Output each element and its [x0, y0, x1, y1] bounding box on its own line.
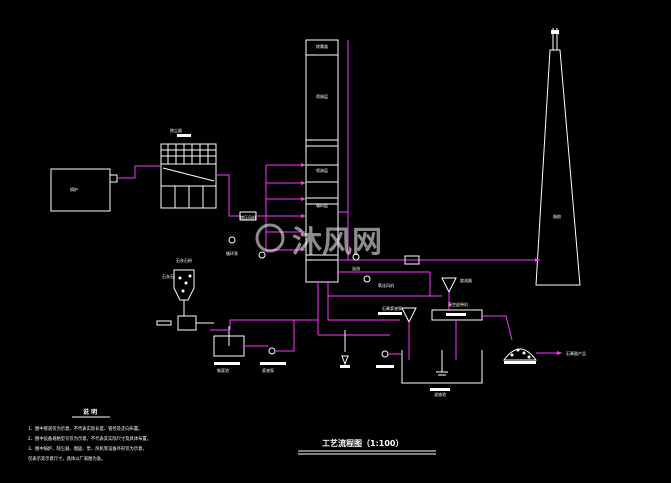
lime-silo-label: 石灰石粉	[176, 257, 192, 263]
product-label: 石膏副产品	[566, 350, 586, 356]
boiler-label: 锅炉	[70, 186, 78, 192]
absorber-tower: 除雾器 喷淋层 喷淋层 填料层	[305, 39, 339, 283]
notes-title: 说 明	[83, 408, 97, 416]
slurry-tank-label: 制浆池	[217, 367, 229, 373]
watermark: 沐风网	[255, 223, 382, 260]
note-line-2: 2、图中设备规格型号仅为示意，不代表其实际尺寸及具体布置。	[28, 435, 151, 442]
filtrate-pit-label: 滤液池	[434, 391, 446, 397]
circulation-pump: 循环泵 增压风机	[226, 214, 266, 259]
slurry-pump-label: 浆液泵	[262, 367, 274, 373]
dust-collector: 除尘器	[160, 127, 217, 209]
tower-sec-label: 喷淋层	[316, 167, 328, 173]
vacuum-belt: 真空皮带机	[431, 301, 513, 360]
gypsum-label: 石膏浆液泵	[382, 305, 402, 311]
oxid-air-label: 氧化风机	[378, 282, 394, 288]
note-line-3: 3、图中锅炉、除尘器、烟囱、泵、风机等设备外形仅为示意，	[28, 445, 147, 452]
slurry-lines	[210, 282, 442, 352]
tower-top-label: 除雾器	[316, 43, 328, 49]
watermark-text: 沐风网	[292, 225, 382, 260]
gypsum-product: 石膏副产品	[503, 348, 586, 364]
diagram-title: 工艺流程图（1:100）	[322, 438, 403, 448]
note-line-4: 仅表示其示意尺寸，具体以厂家图为准。	[28, 455, 105, 462]
chimney: 烟囱	[535, 28, 581, 286]
lime-silo: 石灰石粉 石灰石	[156, 257, 214, 331]
boiler: 锅炉	[50, 168, 118, 212]
cyclone-label: 旋流器	[460, 277, 472, 283]
note-line-1: 1、图中管道仅为示意，不代表实际长度、管径及走向布置。	[28, 425, 142, 432]
slurry-tank: 制浆池 浆液泵	[213, 326, 286, 373]
flue-gas-lines	[117, 40, 540, 265]
chimney-label: 烟囱	[553, 213, 561, 219]
tower-pack-label: 填料层	[316, 202, 328, 208]
tower-mid-label: 喷淋层	[316, 93, 328, 99]
gypsum-pump: 石膏浆液泵	[378, 305, 417, 360]
pump-label: 循环泵	[226, 250, 238, 256]
cyclone: 旋流器	[441, 277, 472, 310]
belt-label: 真空皮带机	[448, 301, 468, 307]
filtrate-pit: 滤液池	[340, 330, 483, 397]
lime-feed-label: 石灰石	[162, 273, 174, 279]
oxidation-fan: 溢流 氧化风机	[338, 253, 431, 296]
overflow-label: 溢流	[352, 265, 360, 271]
dust-collector-label: 除尘器	[170, 127, 182, 133]
fan-label: 增压风机	[240, 214, 256, 220]
